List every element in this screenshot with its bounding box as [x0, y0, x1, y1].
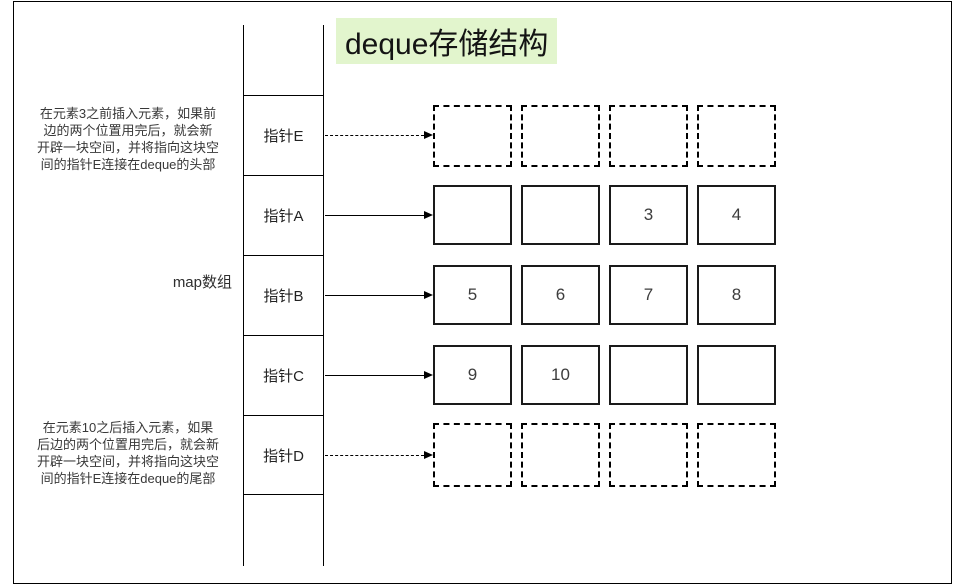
deque-cell-value: 6: [555, 285, 566, 304]
arrow-head-icon: [424, 211, 433, 219]
deque-cell: [697, 423, 776, 487]
arrow-line: [325, 454, 424, 456]
arrow-line: [325, 134, 424, 136]
buffer-row-c: 9 10: [433, 345, 776, 405]
deque-cell: [609, 423, 688, 487]
deque-cell: 6: [521, 265, 600, 325]
deque-cell: 10: [521, 345, 600, 405]
note-line: 间的指针E连接在deque的尾部: [40, 471, 216, 486]
arrow-head-icon: [424, 451, 433, 459]
deque-cell: 3: [609, 185, 688, 245]
map-cell-pointer-e: 指针E: [244, 95, 323, 175]
deque-cell: [433, 185, 512, 245]
diagram-border: [13, 1, 952, 584]
deque-cell: [433, 423, 512, 487]
map-cell-pointer-d: 指针D: [244, 415, 323, 495]
deque-cell: [609, 105, 688, 167]
arrow-head-icon: [424, 291, 433, 299]
map-cell-pointer-a: 指针A: [244, 175, 323, 255]
deque-cell: 5: [433, 265, 512, 325]
deque-cell-value: 5: [467, 285, 478, 304]
arrow-pointer-e: [325, 130, 433, 140]
note-tail-insert: 在元素10之后插入元素，如果 后边的两个位置用完后，就会新 开辟一块空间，并将指…: [14, 419, 242, 487]
deque-cell-value: 7: [643, 285, 654, 304]
buffer-row-b: 5 6 7 8: [433, 265, 776, 325]
map-array-label: map数组: [172, 274, 232, 291]
deque-cell: [521, 105, 600, 167]
arrow-line: [325, 294, 424, 296]
pointer-label-b: 指针B: [263, 288, 304, 305]
arrow-head-icon: [424, 131, 433, 139]
arrow-head-icon: [424, 371, 433, 379]
note-line: 开辟一块空间，并将指向这块空: [36, 454, 219, 469]
note-head-insert: 在元素3之前插入元素，如果前 边的两个位置用完后，就会新 开辟一块空间，并将指向…: [14, 105, 242, 173]
deque-cell-value: 10: [551, 365, 570, 384]
map-array-column: 指针E 指针A 指针B 指针C 指针D: [243, 25, 324, 566]
buffer-row-e: [433, 105, 776, 167]
pointer-label-e: 指针E: [263, 128, 304, 145]
deque-cell: [697, 345, 776, 405]
deque-cell-value: 8: [731, 285, 742, 304]
deque-cell: 9: [433, 345, 512, 405]
arrow-pointer-c: [325, 370, 433, 380]
arrow-pointer-d: [325, 450, 433, 460]
pointer-label-d: 指针D: [263, 447, 304, 465]
arrow-line: [325, 374, 424, 376]
deque-cell: [521, 185, 600, 245]
note-line: 开辟一块空间，并将指向这块空: [36, 140, 219, 155]
note-line: 后边的两个位置用完后，就会新: [36, 437, 219, 452]
pointer-label-c: 指针C: [263, 368, 304, 385]
deque-cell-value: 3: [643, 205, 654, 224]
deque-cell: [521, 423, 600, 487]
deque-cell: [609, 345, 688, 405]
deque-cell: 8: [697, 265, 776, 325]
arrow-pointer-b: [325, 290, 433, 300]
note-line: 边的两个位置用完后，就会新: [43, 123, 213, 138]
deque-cell: [433, 105, 512, 167]
diagram-title: deque存储结构: [336, 18, 558, 64]
arrow-line: [325, 214, 424, 216]
note-line: 在元素10之后插入元素，如果: [42, 420, 214, 435]
buffer-row-d: [433, 423, 776, 487]
map-cell-pointer-c: 指针C: [244, 335, 323, 415]
deque-cell: 7: [609, 265, 688, 325]
arrow-pointer-a: [325, 210, 433, 220]
note-line: 间的指针E连接在deque的头部: [40, 157, 216, 172]
deque-cell-value: 4: [731, 205, 742, 224]
pointer-label-a: 指针A: [263, 208, 304, 225]
note-line: 在元素3之前插入元素，如果前: [39, 106, 217, 121]
deque-cell: [697, 105, 776, 167]
buffer-row-a: 3 4: [433, 185, 776, 245]
deque-cell: 4: [697, 185, 776, 245]
deque-cell-value: 9: [467, 365, 478, 384]
map-cell-pointer-b: 指针B: [244, 255, 323, 335]
